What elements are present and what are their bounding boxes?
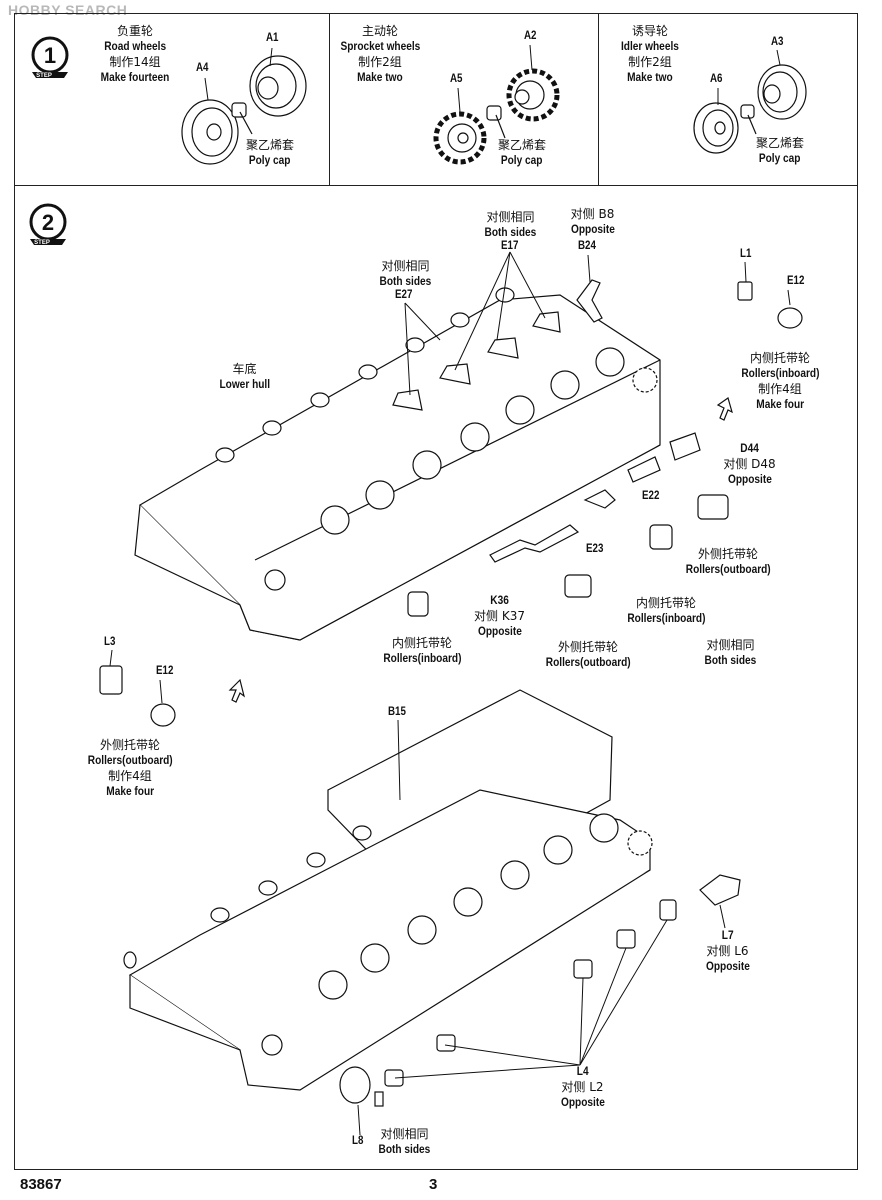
sprocket-a5-icon [433,111,487,165]
page-number: 3 [429,1176,438,1193]
svg-text:1: 1 [44,43,56,68]
part-e17: E17 [501,240,519,252]
poly-cap-icon [231,102,247,118]
svg-text:STEP: STEP [36,73,52,79]
road-wheels-label: 负重轮 Road wheels 制作14组 Make fourteen [100,24,170,84]
rollers-inboard-label-mid: 内侧托带轮 Rollers(inboard) [626,596,706,625]
part-a6: A6 [710,73,723,85]
svg-text:STEP: STEP [34,240,50,246]
part-e27: E27 [395,289,413,301]
part-e12-left: E12 [156,665,174,677]
part-a4: A4 [196,62,209,74]
rollers-outboard-label-mid: 外侧托带轮 Rollers(outboard) [545,640,631,669]
step2-panel [14,185,858,1170]
part-a5: A5 [450,73,463,85]
part-l3: L3 [104,636,116,648]
rollers-outboard-make-four-label: 外侧托带轮 Rollers(outboard) 制作4组 Make four [87,738,173,798]
idler-wheels-label: 诱导轮 Idler wheels 制作2组 Make two [621,24,679,84]
poly-cap-label-2: 聚乙烯套 Poly cap [497,138,546,167]
lower-hull-lower-drawing [123,689,741,1107]
kit-number: 83867 [20,1176,62,1193]
svg-text:2: 2 [42,210,54,235]
road-wheel-a4-icon [181,99,239,165]
both-sides-label-e27: 对侧相同 Both sides [379,259,432,288]
idler-a6-icon [693,102,739,154]
rollers-inboard-make-four-label: 内侧托带轮 Rollers(inboard) 制作4组 Make four [740,351,820,411]
both-sides-label-right: 对侧相同 Both sides [704,638,757,667]
both-sides-label-e17: 对侧相同 Both sides [484,210,537,239]
idler-a3-icon [757,64,807,120]
sprocket-a2-icon [506,68,560,122]
rollers-inboard-label-left: 内侧托带轮 Rollers(inboard) [382,636,462,665]
opposite-d48-label: D44 对侧 D48 Opposite [723,443,776,486]
part-e23: E23 [586,543,604,555]
step1-badge-icon: 1 STEP [31,36,69,79]
lower-hull-label: 车底 Lower hull [219,362,270,391]
opposite-b8-label: 对侧 B8 Opposite [570,207,615,236]
part-a3: A3 [771,36,784,48]
part-e22: E22 [642,490,660,502]
part-a2: A2 [524,30,537,42]
part-l8: L8 [352,1135,364,1147]
rollers-outboard-label-right: 外侧托带轮 Rollers(outboard) [685,547,771,576]
both-sides-label-l8: 对侧相同 Both sides [378,1127,431,1156]
opposite-l6-label: L7 对侧 L6 Opposite [705,930,750,973]
poly-cap-label-1: 聚乙烯套 Poly cap [245,138,294,167]
part-l1: L1 [740,248,752,260]
part-a1: A1 [266,32,279,44]
lower-hull-upper-drawing [99,279,803,727]
opposite-k37-label: K36 对侧 K37 Opposite [474,595,525,638]
watermark-logo: HOBBY SEARCH [8,2,128,18]
sprocket-wheels-label: 主动轮 Sprocket wheels 制作2组 Make two [340,24,420,84]
part-b24: B24 [578,240,596,252]
road-wheel-a1-icon [249,55,307,117]
opposite-l2-label: L4 对侧 L2 Opposite [560,1066,605,1109]
part-b15: B15 [388,706,406,718]
poly-cap-label-3: 聚乙烯套 Poly cap [755,136,804,165]
step2-badge-icon: 2 STEP [29,203,67,246]
part-e12: E12 [787,275,805,287]
